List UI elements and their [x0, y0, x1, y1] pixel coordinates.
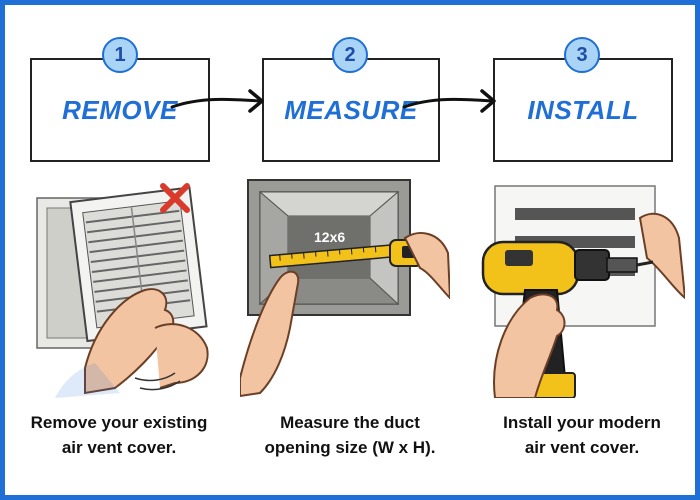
hand-icon	[55, 288, 209, 398]
step-label-install: INSTALL	[527, 94, 639, 125]
caption-line: Measure the duct	[280, 413, 420, 432]
step-number-badge-2: 2	[332, 37, 368, 73]
step-caption-install: Install your modern air vent cover.	[477, 410, 687, 460]
tape-measurement-label: 12x6	[314, 229, 345, 245]
measure-opening-illustration: 12x6	[240, 179, 450, 398]
hand-icon	[240, 270, 300, 398]
install-drill-illustration	[481, 185, 685, 398]
caption-line: air vent cover.	[61, 438, 177, 457]
motion-lines	[134, 372, 181, 391]
step-caption-remove: Remove your existing air vent cover.	[14, 410, 224, 460]
step-label-remove: REMOVE	[62, 94, 178, 125]
caption-line: air vent cover.	[524, 438, 640, 457]
vent-cover	[69, 186, 208, 343]
caption-line: opening size (W x H).	[264, 438, 436, 457]
caption-line: Install your modern	[503, 413, 661, 432]
step-number-badge-3: 3	[564, 37, 600, 73]
hand-icon	[638, 212, 685, 300]
caption-line: Remove your existing	[30, 413, 208, 432]
step-label-measure: MEASURE	[284, 94, 418, 125]
step-box-remove: REMOVE	[30, 58, 210, 162]
remove-vent-illustration	[36, 183, 209, 398]
red-x-icon	[160, 183, 190, 213]
step-number-badge-1: 1	[102, 37, 138, 73]
arrow-icon	[402, 89, 496, 113]
hand-icon	[493, 293, 566, 398]
step-caption-measure: Measure the duct opening size (W x H).	[245, 410, 455, 460]
arrow-icon	[170, 89, 264, 113]
hand-icon	[403, 232, 450, 300]
step-box-install: INSTALL	[493, 58, 673, 162]
